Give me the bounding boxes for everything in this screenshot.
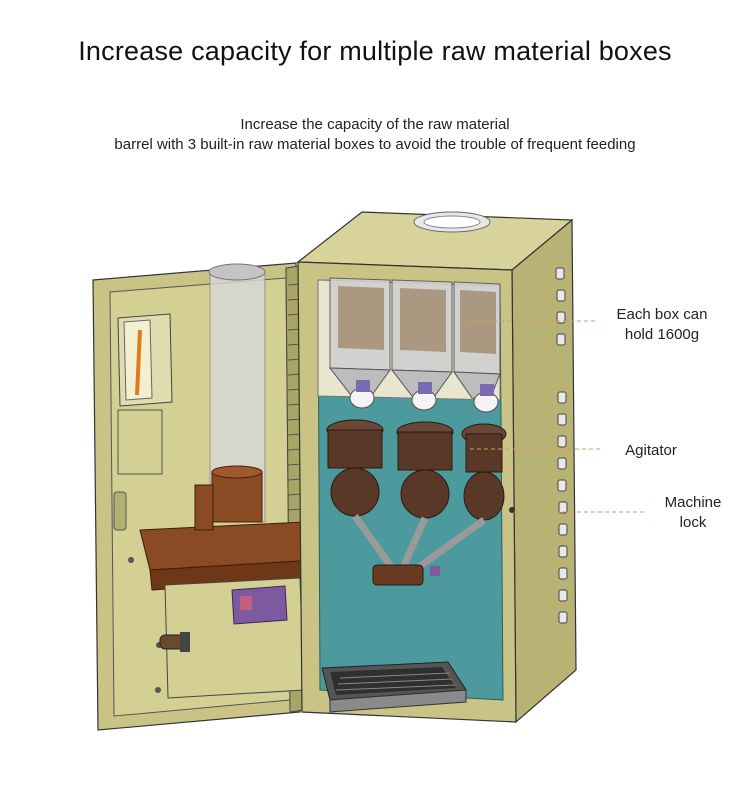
callout-box-capacity-line1: Each box can bbox=[616, 306, 708, 323]
subtitle-line-1: Increase the capacity of the raw materia… bbox=[240, 116, 510, 133]
handle-knob bbox=[159, 632, 190, 652]
callout-agitator: Agitator bbox=[606, 441, 696, 461]
callout-agitator-line1: Agitator bbox=[625, 442, 677, 459]
material-box-3 bbox=[453, 281, 501, 400]
callout-machine-lock: Machine lock bbox=[648, 493, 738, 533]
agitator-2 bbox=[396, 421, 454, 519]
agitator-1 bbox=[326, 419, 384, 517]
agitators bbox=[326, 419, 507, 586]
page-title: Increase capacity for multiple raw mater… bbox=[78, 36, 672, 66]
open-door bbox=[92, 262, 319, 731]
callout-machine-lock-line2: lock bbox=[679, 514, 707, 531]
material-box-2 bbox=[390, 279, 453, 398]
callout-machine-lock-line1: Machine bbox=[664, 494, 722, 511]
callout-box-capacity: Each box can hold 1600g bbox=[604, 305, 720, 345]
raw-material-boxes bbox=[328, 277, 501, 413]
callout-box-capacity-line2: hold 1600g bbox=[624, 326, 700, 343]
agitator-3 bbox=[461, 423, 507, 521]
subtitle-line-2: barrel with 3 built-in raw material boxe… bbox=[114, 136, 636, 153]
drip-tray bbox=[321, 661, 467, 713]
material-box-1 bbox=[328, 277, 391, 396]
